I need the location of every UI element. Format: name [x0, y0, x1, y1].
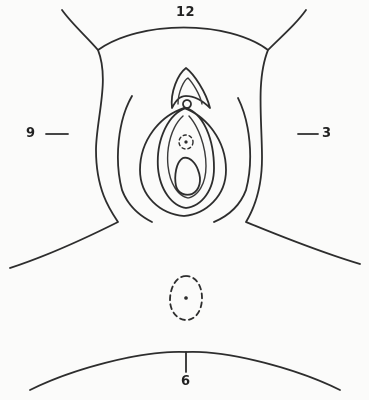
- left-thigh-line: [10, 50, 118, 268]
- upper-left-outline: [62, 10, 98, 50]
- left-buttock: [30, 352, 186, 390]
- clock-label-12: 12: [176, 5, 195, 20]
- clock-label-9: 9: [26, 126, 36, 141]
- urethral-dot: [184, 140, 187, 143]
- right-buttock: [186, 352, 340, 390]
- clitoris: [183, 100, 191, 108]
- right-thigh-line: [246, 50, 360, 264]
- vaginal-opening: [175, 158, 200, 195]
- anus-center: [184, 296, 188, 300]
- upper-right-outline: [268, 10, 306, 50]
- clock-label-3: 3: [322, 126, 332, 141]
- top-arc: [98, 28, 268, 51]
- right-outer-contour: [214, 98, 250, 222]
- left-outer-contour: [118, 96, 152, 222]
- clock-label-6: 6: [181, 374, 191, 389]
